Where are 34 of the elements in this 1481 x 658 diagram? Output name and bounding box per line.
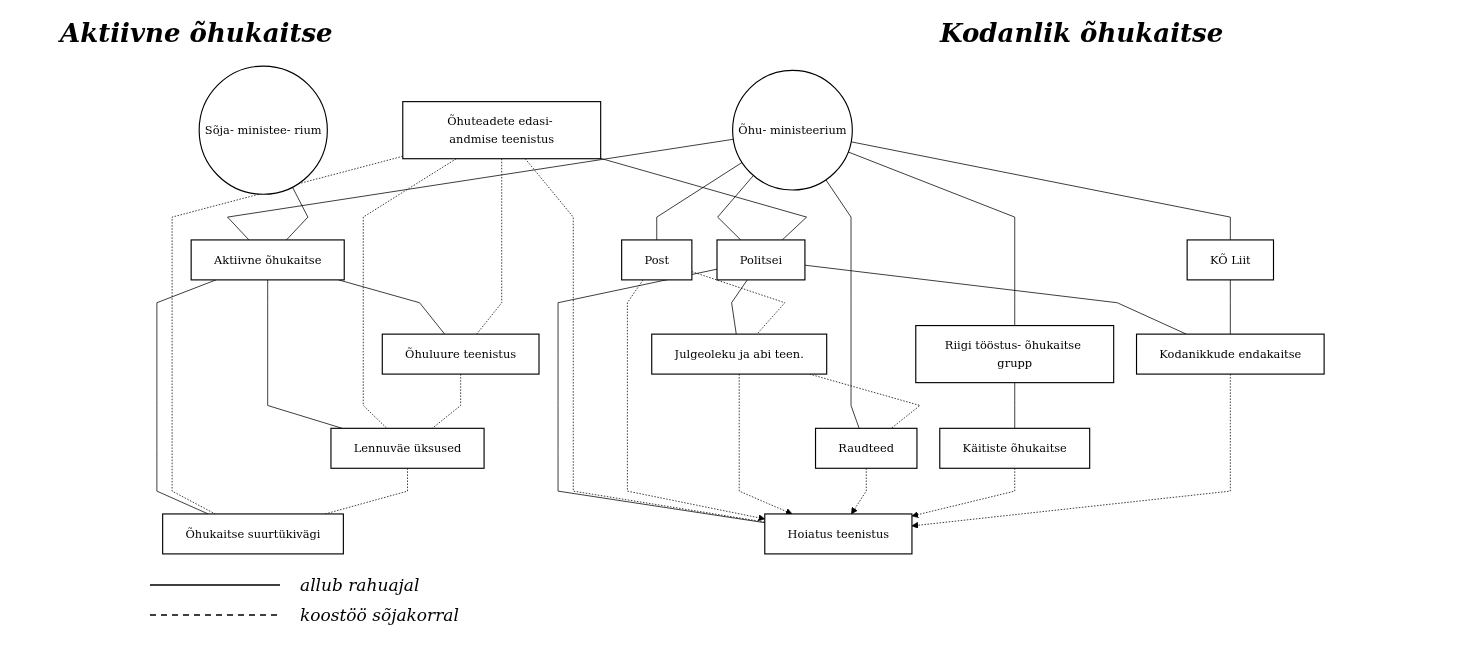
section-heading: Kodanlik õhukaitse bbox=[940, 18, 1224, 48]
connector bbox=[1229, 279, 1231, 335]
node-box: Aktiivne õhukaitse bbox=[190, 239, 345, 281]
node-box: Politsei bbox=[716, 239, 806, 281]
connector bbox=[804, 264, 1187, 335]
legend-text: koostöö sõjakorral bbox=[300, 605, 459, 625]
connector bbox=[717, 175, 754, 241]
node-box: Õhuteadete edasi- andmise teenistus bbox=[402, 101, 602, 160]
node-box: Õhukaitse suurtükivägi bbox=[162, 513, 344, 555]
node-box: Hoiatus teenistus bbox=[764, 513, 913, 555]
node-circle: Õhu- ministeerium bbox=[732, 69, 853, 191]
node-circle: Sõja- ministee- rium bbox=[198, 65, 328, 195]
node-box: Õhuluure teenistus bbox=[381, 333, 540, 375]
connector bbox=[1014, 382, 1016, 429]
connector bbox=[731, 279, 748, 335]
connector bbox=[825, 179, 860, 429]
connector bbox=[847, 151, 1016, 326]
connector bbox=[156, 279, 217, 515]
node-box: Raudteed bbox=[814, 427, 918, 469]
connector bbox=[267, 279, 343, 429]
connector bbox=[227, 138, 734, 241]
connector bbox=[656, 162, 743, 241]
section-heading: Aktiivne õhukaitse bbox=[60, 18, 333, 48]
connector bbox=[362, 158, 457, 429]
node-box: Lennuväe üksused bbox=[330, 427, 485, 469]
connector bbox=[691, 271, 786, 335]
node-box: Post bbox=[621, 239, 693, 281]
node-box: Riigi tööstus- õhukaitse grupp bbox=[915, 325, 1115, 384]
node-box: Käitiste õhukaitse bbox=[939, 427, 1091, 469]
node-box: KÕ Liit bbox=[1186, 239, 1275, 281]
legend-text: allub rahuajal bbox=[300, 575, 420, 595]
node-box: Kodanikkude endakaitse bbox=[1135, 333, 1325, 375]
connector bbox=[600, 158, 807, 241]
connector bbox=[476, 158, 503, 335]
